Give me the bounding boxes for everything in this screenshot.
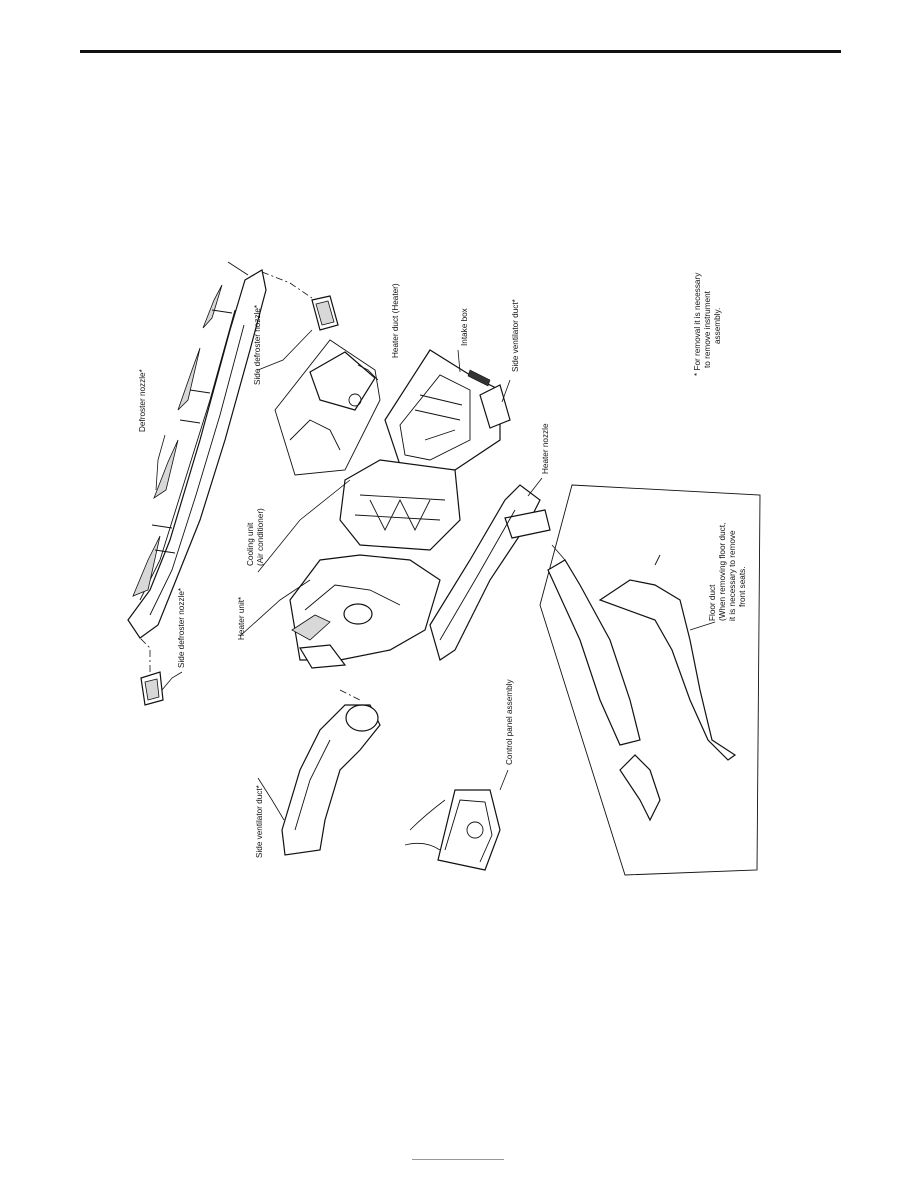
footer-rule (412, 1159, 504, 1160)
label-floor-duct-line2: (When removing floor duct, (718, 523, 727, 621)
leader-lines (155, 329, 716, 821)
label-side-ventilator-duct-right: Side ventilator duct* (511, 298, 520, 372)
control-panel-assembly-part (404, 789, 501, 871)
heater-duct-part (274, 339, 381, 476)
side-ventilator-duct-right-part (479, 384, 511, 429)
header-rule (80, 50, 841, 53)
label-cooling-unit-line1: Cooling unit (246, 522, 255, 566)
label-note-line1: * For removal it is necessary (693, 272, 702, 376)
heater-unit-part (289, 554, 441, 669)
label-heater-unit: Heater unit* (237, 596, 246, 640)
label-cooling-unit-line2: (Air conditioner) (256, 508, 265, 566)
label-control-panel-assembly: Control panel assembly (505, 679, 514, 765)
defroster-nozzle-part (127, 261, 267, 639)
side-defroster-nozzle-left-part (139, 637, 164, 706)
label-side-ventilator-duct-left: Side ventilator duct* (255, 784, 264, 858)
label-note-line2: to remove instrument (703, 290, 712, 368)
label-side-defroster-nozzle-right: Side defroster nozzle* (253, 304, 262, 385)
side-ventilator-duct-left-part (281, 689, 381, 856)
label-side-defroster-nozzle-left: Side defroster nozzle* (177, 587, 186, 668)
label-floor-duct-line3: it is necessary to remove (728, 530, 737, 621)
floor-duct-part (539, 484, 761, 876)
label-heater-nozzle: Heater nozzle (541, 423, 550, 474)
label-heater-duct: Heater duct (Heater) (391, 283, 400, 358)
intake-box-part (384, 349, 501, 471)
side-defroster-nozzle-right-part (261, 271, 339, 331)
callout-labels: Side defroster nozzle* Defroster nozzle*… (138, 272, 747, 858)
cooling-unit-part (339, 459, 461, 551)
label-floor-duct-line1: Floor duct (708, 584, 717, 621)
label-intake-box: Intake box (460, 308, 469, 346)
heater-nozzle-part (429, 484, 551, 661)
label-floor-duct-line4: front seats. (738, 566, 747, 607)
label-defroster-nozzle: Defroster nozzle* (138, 368, 147, 432)
label-note-line3: assembly. (713, 308, 722, 344)
